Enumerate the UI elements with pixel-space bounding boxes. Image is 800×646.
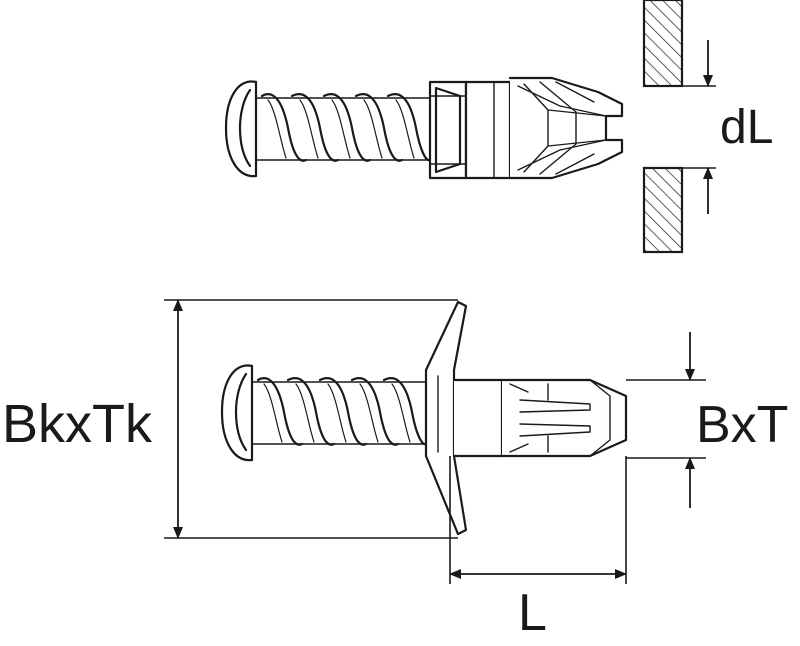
bxt-label: BxT [696,396,788,454]
l-label: L [518,584,547,642]
top-dowel-sleeve [464,76,624,180]
bkxtk-label: BkxTk [2,394,153,454]
top-screw-head [224,80,258,178]
bottom-dowel-sleeve [452,378,628,458]
top-panel-section [642,0,684,254]
dl-dimension [682,40,716,214]
bottom-fastener [220,300,628,536]
bkxtk-dimension [164,299,458,539]
bottom-screw-head [220,364,254,462]
dl-label: dL [720,101,773,154]
l-dimension [449,456,627,584]
top-hex-collar [428,80,468,180]
bottom-screw-thread [251,377,428,446]
bxt-dimension [626,332,706,508]
top-fastener [224,76,624,180]
top-screw-thread [255,93,432,162]
